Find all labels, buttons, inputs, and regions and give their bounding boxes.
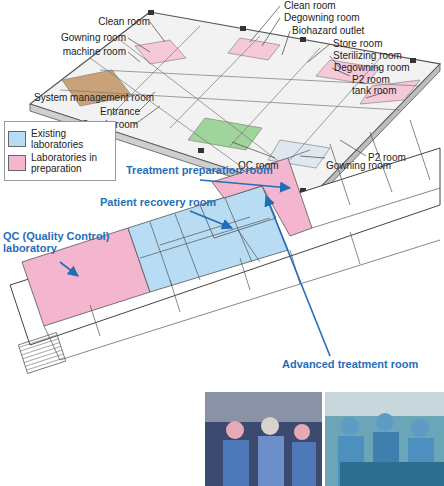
room-label: P2 room tank room	[352, 74, 402, 96]
room-label: System management room	[34, 92, 154, 103]
legend-text: Laboratories in preparation	[31, 152, 112, 174]
floor-plan	[10, 120, 440, 373]
area-label: Treatment preparation room	[126, 164, 273, 176]
legend-text: Existing laboratories	[31, 128, 112, 150]
area-label: Advanced treatment room	[282, 358, 418, 370]
pointer-arrows	[60, 180, 330, 356]
room-label: machine room	[63, 46, 126, 57]
room-label: Degowning room	[284, 12, 360, 23]
room-label: Sterilizing room	[333, 50, 402, 61]
room-label: Degowning room	[334, 62, 410, 73]
legend-swatch	[8, 155, 26, 171]
room-label: Clean room	[98, 16, 150, 27]
room-label: Entrance	[100, 106, 140, 117]
legend-row: Laboratories in preparation	[8, 152, 112, 174]
room-label: Store room	[333, 38, 382, 49]
area-label: QC (Quality Control) laboratory	[3, 230, 123, 254]
room-label: Clean room	[284, 0, 336, 11]
leader-lines	[128, 6, 385, 158]
legend-row: Existing laboratories	[8, 128, 112, 150]
area-label: Patient recovery room	[100, 196, 216, 208]
legend-swatch	[8, 131, 26, 147]
legend: Existing laboratoriesLaboratories in pre…	[4, 121, 116, 181]
room-label: Biohazard outlet	[292, 25, 364, 36]
room-label: Gowning room	[61, 32, 126, 43]
room-label: Gowning room	[326, 160, 391, 171]
surgery-photos	[205, 392, 444, 486]
